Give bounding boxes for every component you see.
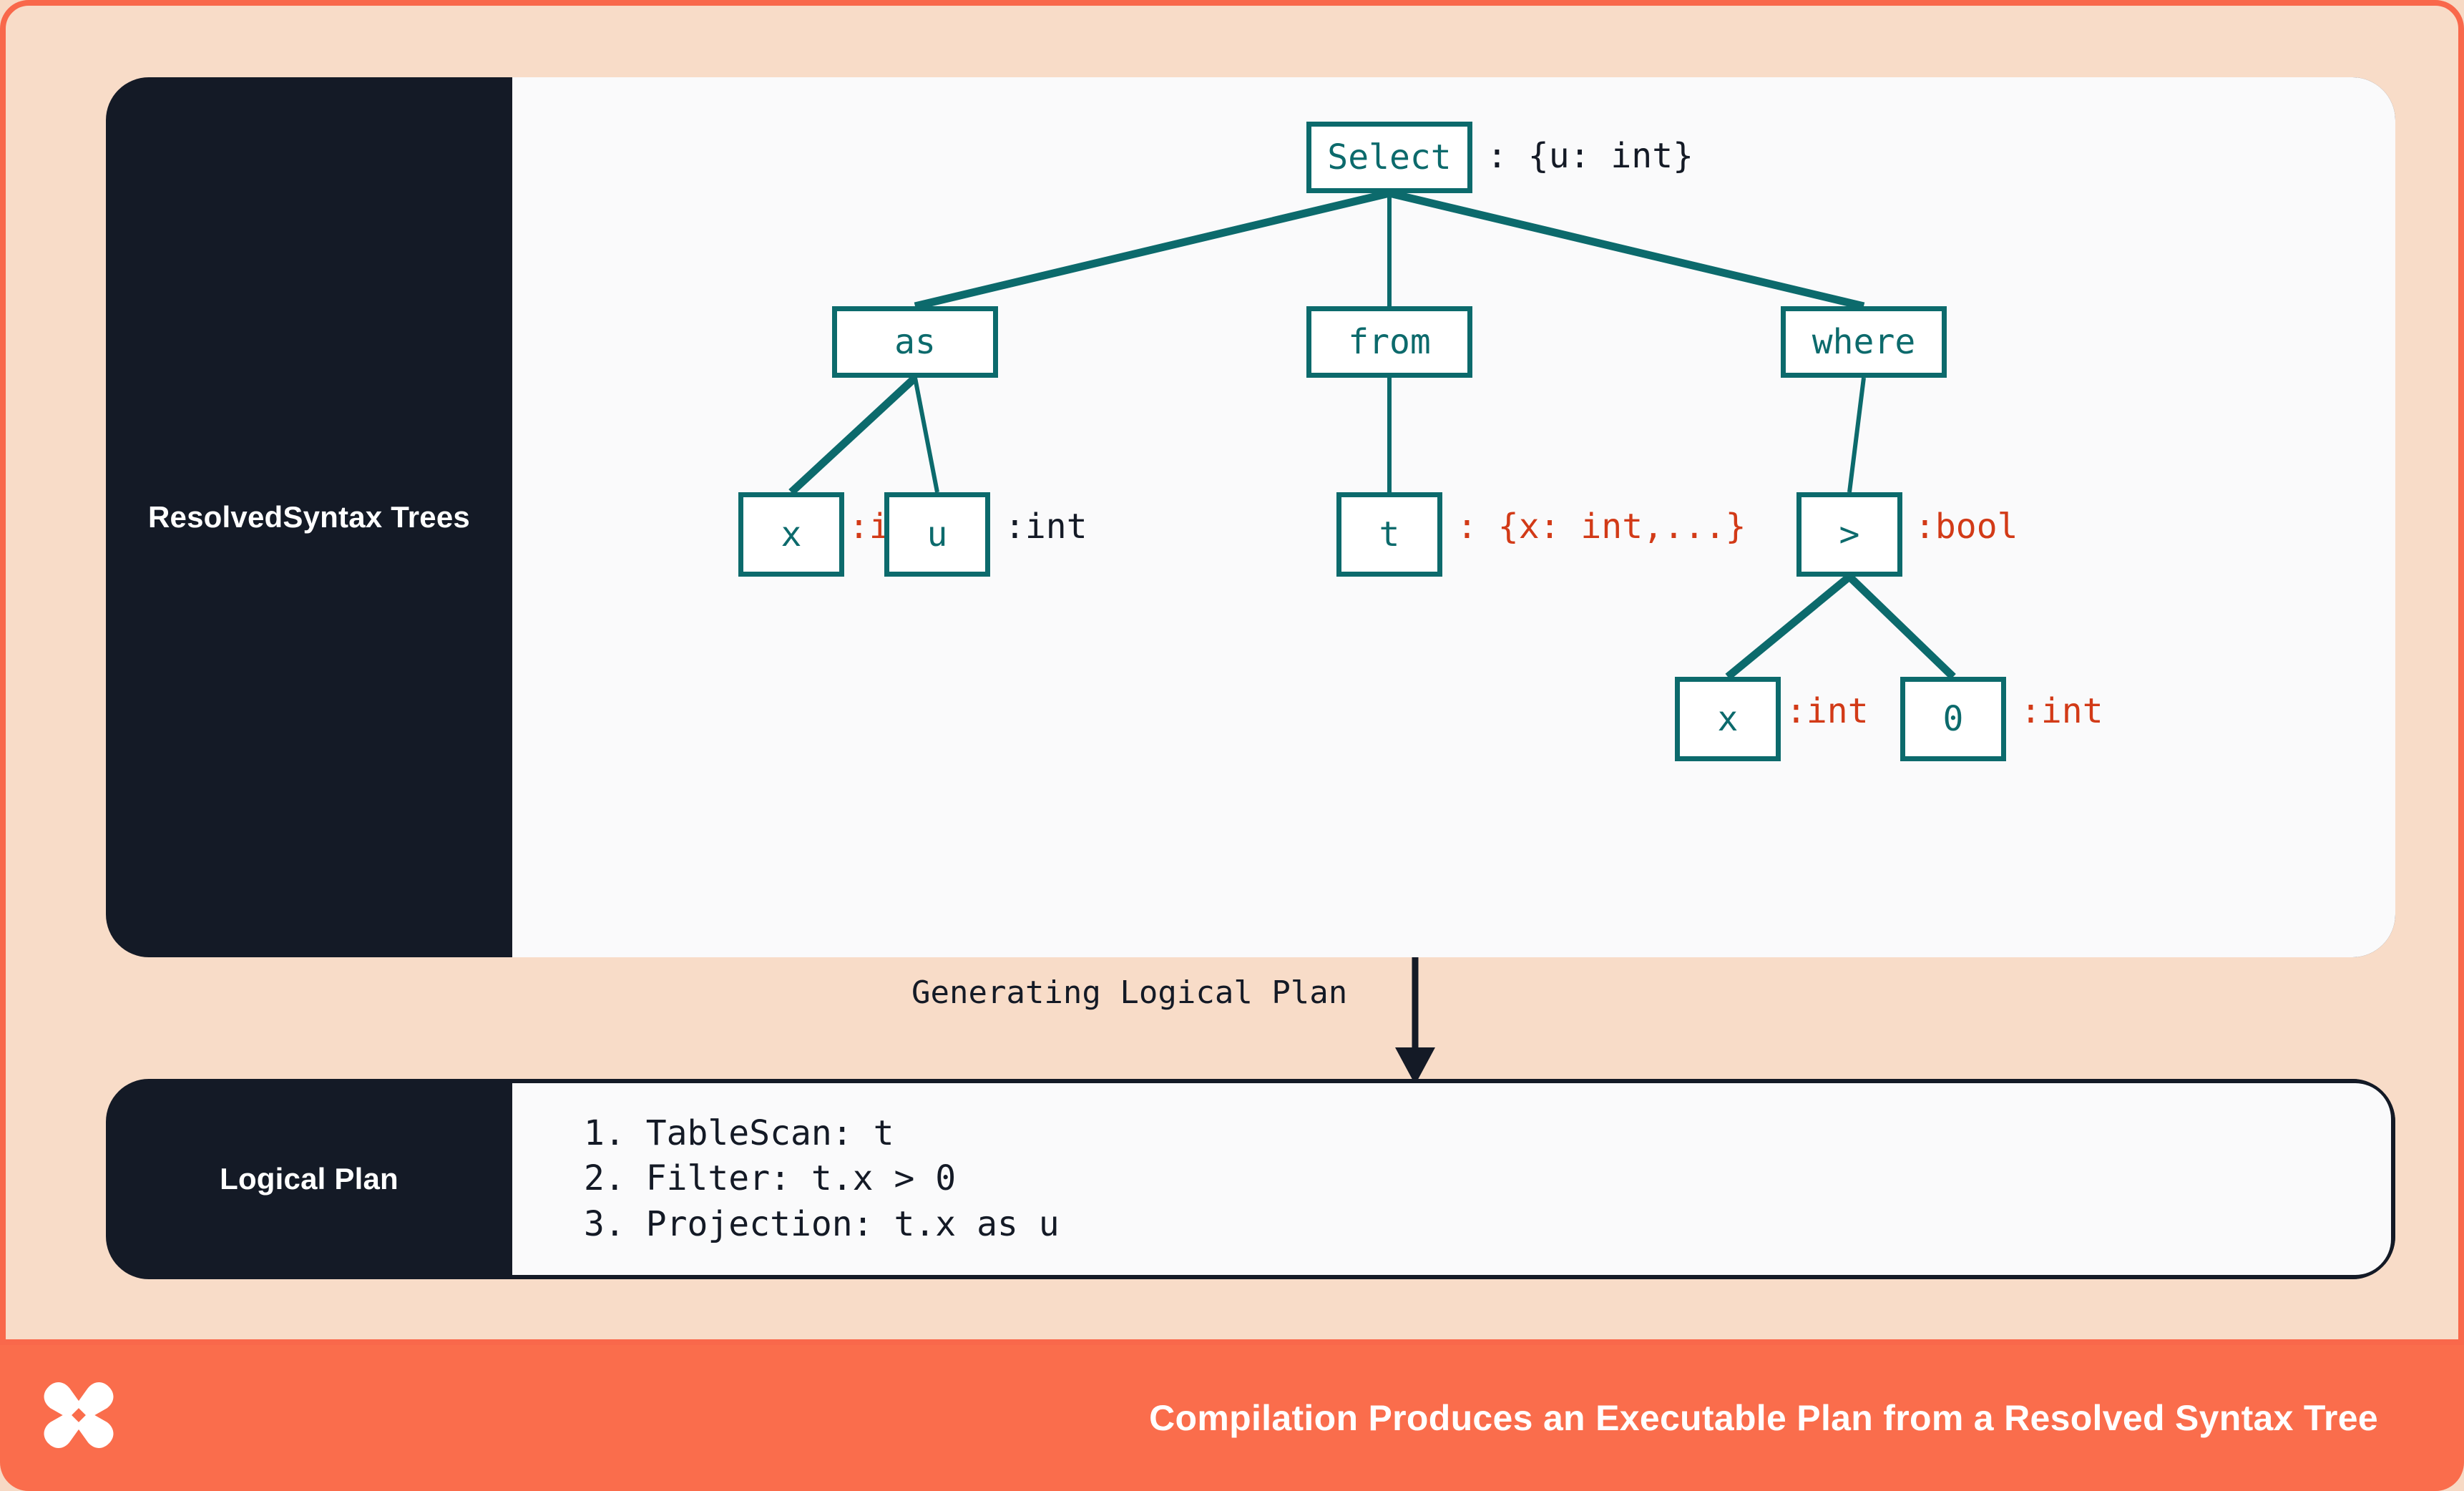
type-annotation-gt: :bool (1915, 507, 2018, 547)
tree-edge-gt-to-gt-0 (1847, 574, 1956, 680)
panel-logical-plan: Logical Plan 1. TableScan: t 2. Filter: t… (106, 1079, 2395, 1279)
tree-node-select[interactable]: Select (1306, 122, 1472, 193)
tree-edge-select-to-where (1388, 189, 1865, 311)
type-annotation-as-u: :int (1004, 507, 1087, 547)
tree-node-from[interactable]: from (1306, 306, 1472, 378)
type-annotation-gt-x: :int (1786, 691, 1869, 731)
footer-bar: Compilation Produces an Executable Plan … (0, 1345, 2464, 1491)
type-annotation-select: : {u: int} (1487, 136, 1693, 176)
syntax-tree-canvas: Select: {u: int}asfromwherex:intu:intt: … (512, 77, 2395, 957)
x-butterfly-logo-icon (44, 1382, 114, 1448)
tree-node-as-u[interactable]: u (884, 492, 990, 577)
type-annotation-from-t: : {x: int,...} (1457, 507, 1746, 547)
tree-node-gt-0[interactable]: 0 (1900, 677, 2006, 761)
tree-node-gt[interactable]: > (1796, 492, 1902, 577)
tree-node-as[interactable]: as (832, 306, 998, 378)
tree-edge-select-to-as (914, 189, 1391, 311)
type-annotation-gt-0: :int (2020, 691, 2103, 731)
logical-plan-step-1: 1. TableScan: t (584, 1113, 894, 1153)
stage-label-line-2: Syntax Trees (283, 499, 470, 534)
tree-edge-as-to-as-u (913, 377, 939, 493)
tree-node-where[interactable]: where (1781, 306, 1947, 378)
logical-plan-step-2: 2. Filter: t.x > 0 (584, 1158, 957, 1199)
syntax-tree-body: Select: {u: int}asfromwherex:intu:intt: … (512, 77, 2395, 957)
tree-edge-as-to-as-x (788, 374, 918, 496)
connector-arrow-icon (1395, 957, 1435, 1085)
tree-edge-where-to-gt (1847, 377, 1866, 493)
tree-edge-gt-to-gt-x (1725, 573, 1852, 680)
logical-plan-step-3: 3. Projection: t.x as u (584, 1203, 1060, 1244)
connector-label: Generating Logical Plan (911, 974, 1348, 1011)
tree-edges-layer (788, 189, 1956, 680)
panel-label-logical-plan: Logical Plan (220, 1161, 399, 1196)
tree-node-from-t[interactable]: t (1336, 492, 1442, 577)
stage-label-line-1: Resolved (148, 499, 283, 534)
tree-node-gt-x[interactable]: x (1675, 677, 1781, 761)
footer-caption: Compilation Produces an Executable Plan … (1149, 1398, 2378, 1438)
tree-node-as-x[interactable]: x (738, 492, 844, 577)
